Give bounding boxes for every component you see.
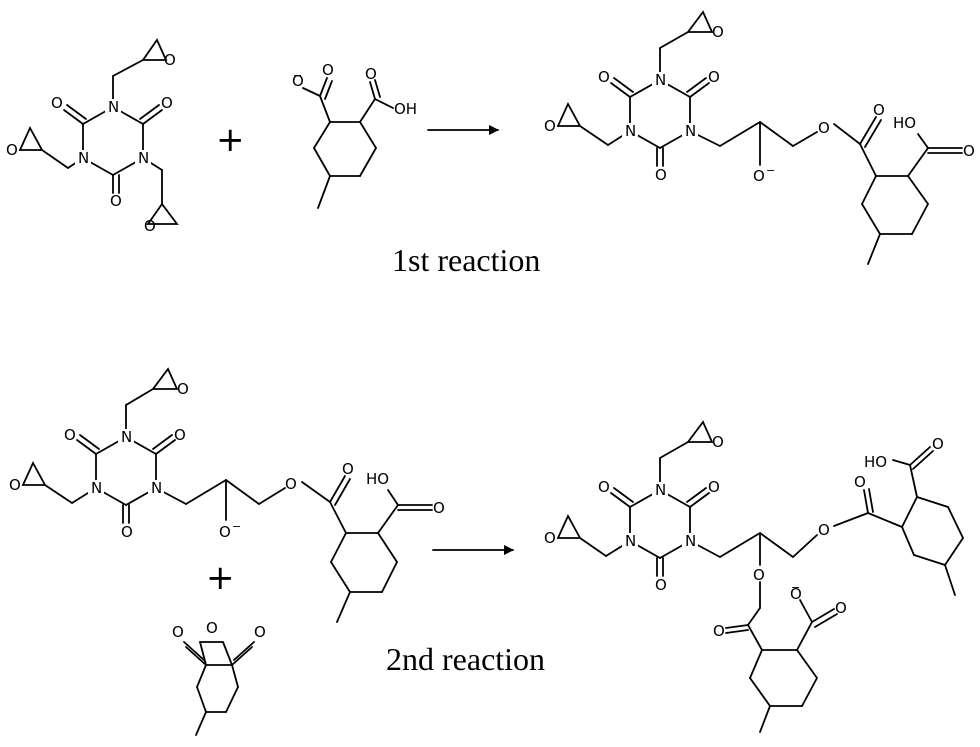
atom-o: O [177,380,189,398]
caption-first-reaction: 1st reaction [392,242,540,278]
plus-sign: + [216,120,245,160]
atom-n: N [108,98,119,116]
atom-o: O [285,475,297,493]
atom-n: N [138,149,149,167]
negative-charge: − [293,69,302,82]
atom-o: O [655,576,667,594]
reactant-intermediate: N N N O O O O O O − O O HO O [9,367,445,623]
atom-n: N [655,481,666,499]
atom-o: O [292,72,304,90]
atom-o: O [174,426,186,444]
atom-n: N [91,479,102,497]
atom-o: O [365,65,377,83]
atom-o: O [655,166,667,184]
negative-charge: − [232,520,241,533]
caption-second-reaction: 2nd reaction [386,641,545,677]
atom-o: O [544,117,556,135]
atom-o: O [206,619,218,637]
atom-n: N [685,532,696,550]
atom-o: O [963,142,975,160]
negative-charge: − [766,164,775,177]
atom-n: N [78,149,89,167]
atom-oh: OH [394,100,417,118]
atom-oh: HO [864,453,887,471]
atom-o: O [598,478,610,496]
plus-sign: + [206,558,235,598]
atom-o: O [144,217,156,235]
atom-o: O [818,119,830,137]
atom-o: O [854,473,866,491]
atom-o: O [932,435,944,453]
atom-o: O [753,167,765,185]
negative-charge: − [791,581,800,594]
atom-o: O [433,499,445,517]
atom-o: O [164,51,176,69]
atom-o: O [753,566,765,584]
atom-o: O [713,622,725,640]
atom-oh: HO [893,114,916,132]
atom-o: O [51,94,63,112]
atom-o: O [712,23,724,41]
atom-n: N [655,71,666,89]
atom-o: O [708,68,720,86]
atom-o: O [219,523,231,541]
atom-o: O [64,426,76,444]
atom-o: O [873,101,885,119]
atom-oh: HO [366,470,389,488]
reactant-tgic-1: N N N O O O O O O [6,38,179,235]
atom-n: N [685,122,696,140]
atom-n: N [121,428,132,446]
atom-o: O [835,599,847,617]
atom-o: O [322,61,334,79]
atom-o: O [544,529,556,547]
atom-o: O [598,68,610,86]
atom-o: O [818,521,830,539]
atom-o: O [9,476,21,494]
atom-o: O [708,478,720,496]
product-1: N N N O O O O O O − O O HO O [544,10,975,265]
reactant-anhydride: O O O [172,619,266,736]
atom-o: O [110,192,122,210]
product-2: N N N O O O O O O O HO O O O O − O [544,420,964,733]
atom-o: O [790,585,802,603]
atom-o: O [6,141,18,159]
atom-o: O [121,523,133,541]
atom-n: N [625,122,636,140]
atom-n: N [625,532,636,550]
atom-o: O [254,623,266,641]
atom-o: O [172,623,184,641]
atom-n: N [151,479,162,497]
atom-o: O [712,433,724,451]
atom-o: O [342,460,354,478]
atom-o: O [161,94,173,112]
reactant-acid-1: O − O O OH [292,61,417,209]
